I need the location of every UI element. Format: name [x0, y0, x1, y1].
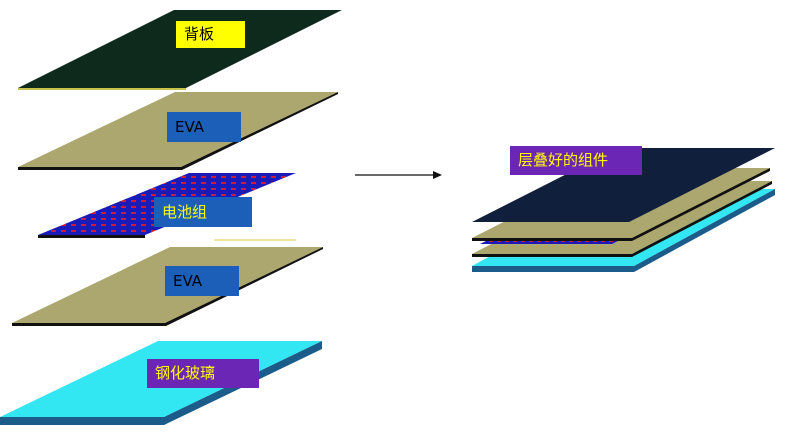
backsheet-layer [18, 10, 342, 90]
assembled-module-stack [472, 148, 775, 272]
assembled-module-label: 层叠好的组件 [510, 146, 642, 175]
process-arrow [355, 171, 442, 179]
eva-top-label: EVA [167, 112, 241, 142]
cell-string-label: 电池组 [154, 197, 252, 227]
backsheet-label: 背板 [176, 21, 245, 48]
glass-label: 钢化玻璃 [147, 359, 259, 388]
eva-bottom-label: EVA [165, 266, 239, 296]
